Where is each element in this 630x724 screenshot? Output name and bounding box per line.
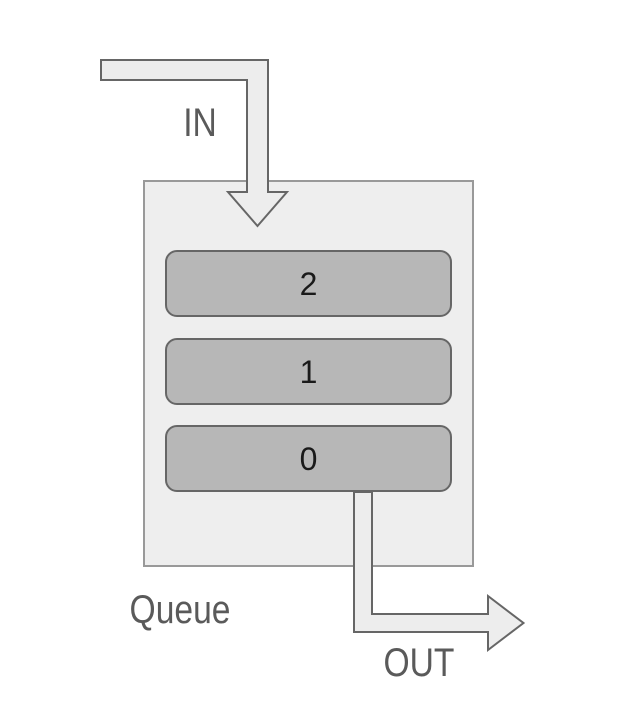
out-label: OUT xyxy=(383,641,455,685)
queue-title: Queue xyxy=(129,588,231,632)
queue-slot: 1 xyxy=(165,338,452,405)
in-label: IN xyxy=(183,101,217,145)
slot-value: 1 xyxy=(299,353,318,390)
slot-value: 0 xyxy=(299,440,318,477)
slot-value: 2 xyxy=(299,265,318,302)
queue-slot: 2 xyxy=(165,250,452,317)
queue-slot: 0 xyxy=(165,425,452,492)
